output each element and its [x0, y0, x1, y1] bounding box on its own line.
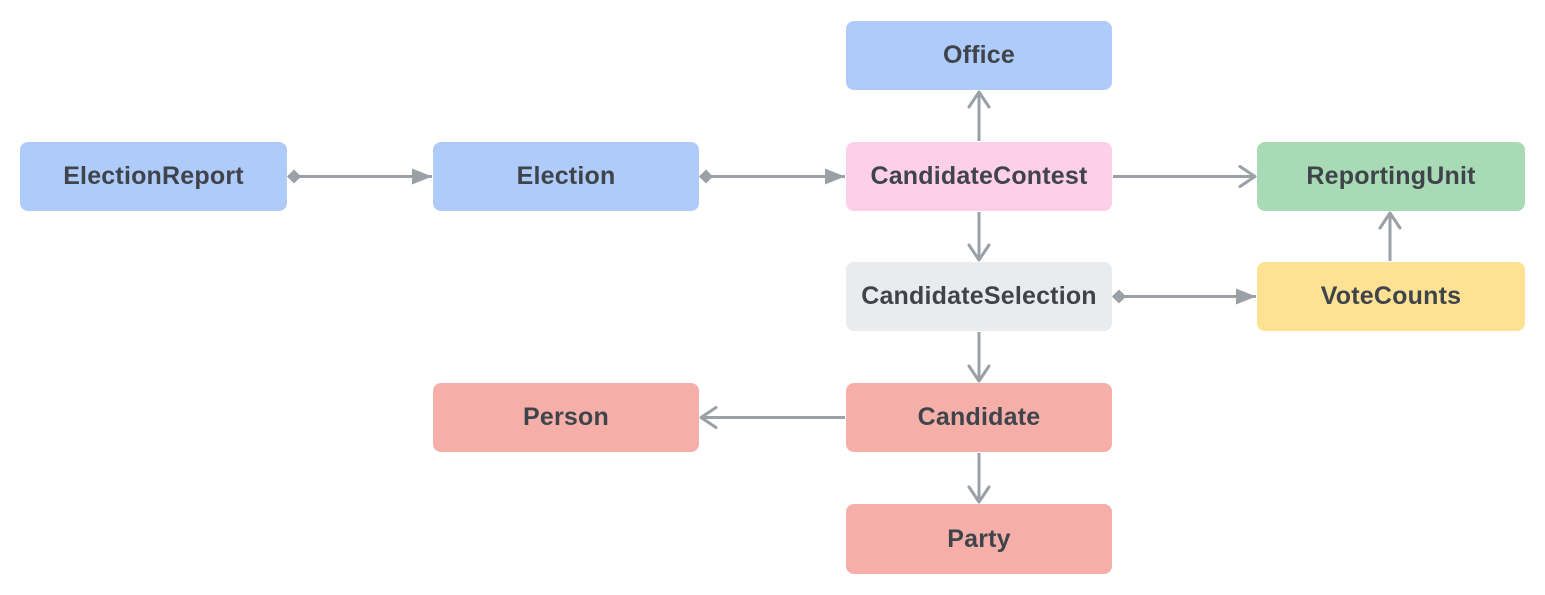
- node-person: Person: [433, 383, 699, 452]
- node-label-reporting-unit: ReportingUnit: [1306, 162, 1476, 190]
- node-label-party: Party: [947, 524, 1011, 553]
- node-label-candidate-selection: CandidateSelection: [861, 282, 1097, 310]
- node-election: Election: [433, 142, 699, 211]
- node-label-candidate-contest: CandidateContest: [870, 162, 1088, 190]
- node-election-report: ElectionReport: [20, 142, 287, 211]
- node-label-election-report: ElectionReport: [63, 162, 244, 190]
- node-label-person: Person: [523, 403, 609, 431]
- node-label-election: Election: [516, 162, 616, 190]
- node-reporting-unit: ReportingUnit: [1257, 142, 1525, 211]
- node-label-vote-counts: VoteCounts: [1320, 282, 1462, 310]
- node-candidate: Candidate: [846, 383, 1112, 452]
- node-party: Party: [846, 504, 1112, 574]
- node-candidate-selection: CandidateSelection: [846, 262, 1112, 331]
- node-office: Office: [846, 21, 1112, 90]
- node-label-office: Office: [942, 41, 1016, 69]
- node-candidate-contest: CandidateContest: [846, 142, 1112, 211]
- node-vote-counts: VoteCounts: [1257, 262, 1525, 331]
- node-label-candidate: Candidate: [917, 403, 1041, 431]
